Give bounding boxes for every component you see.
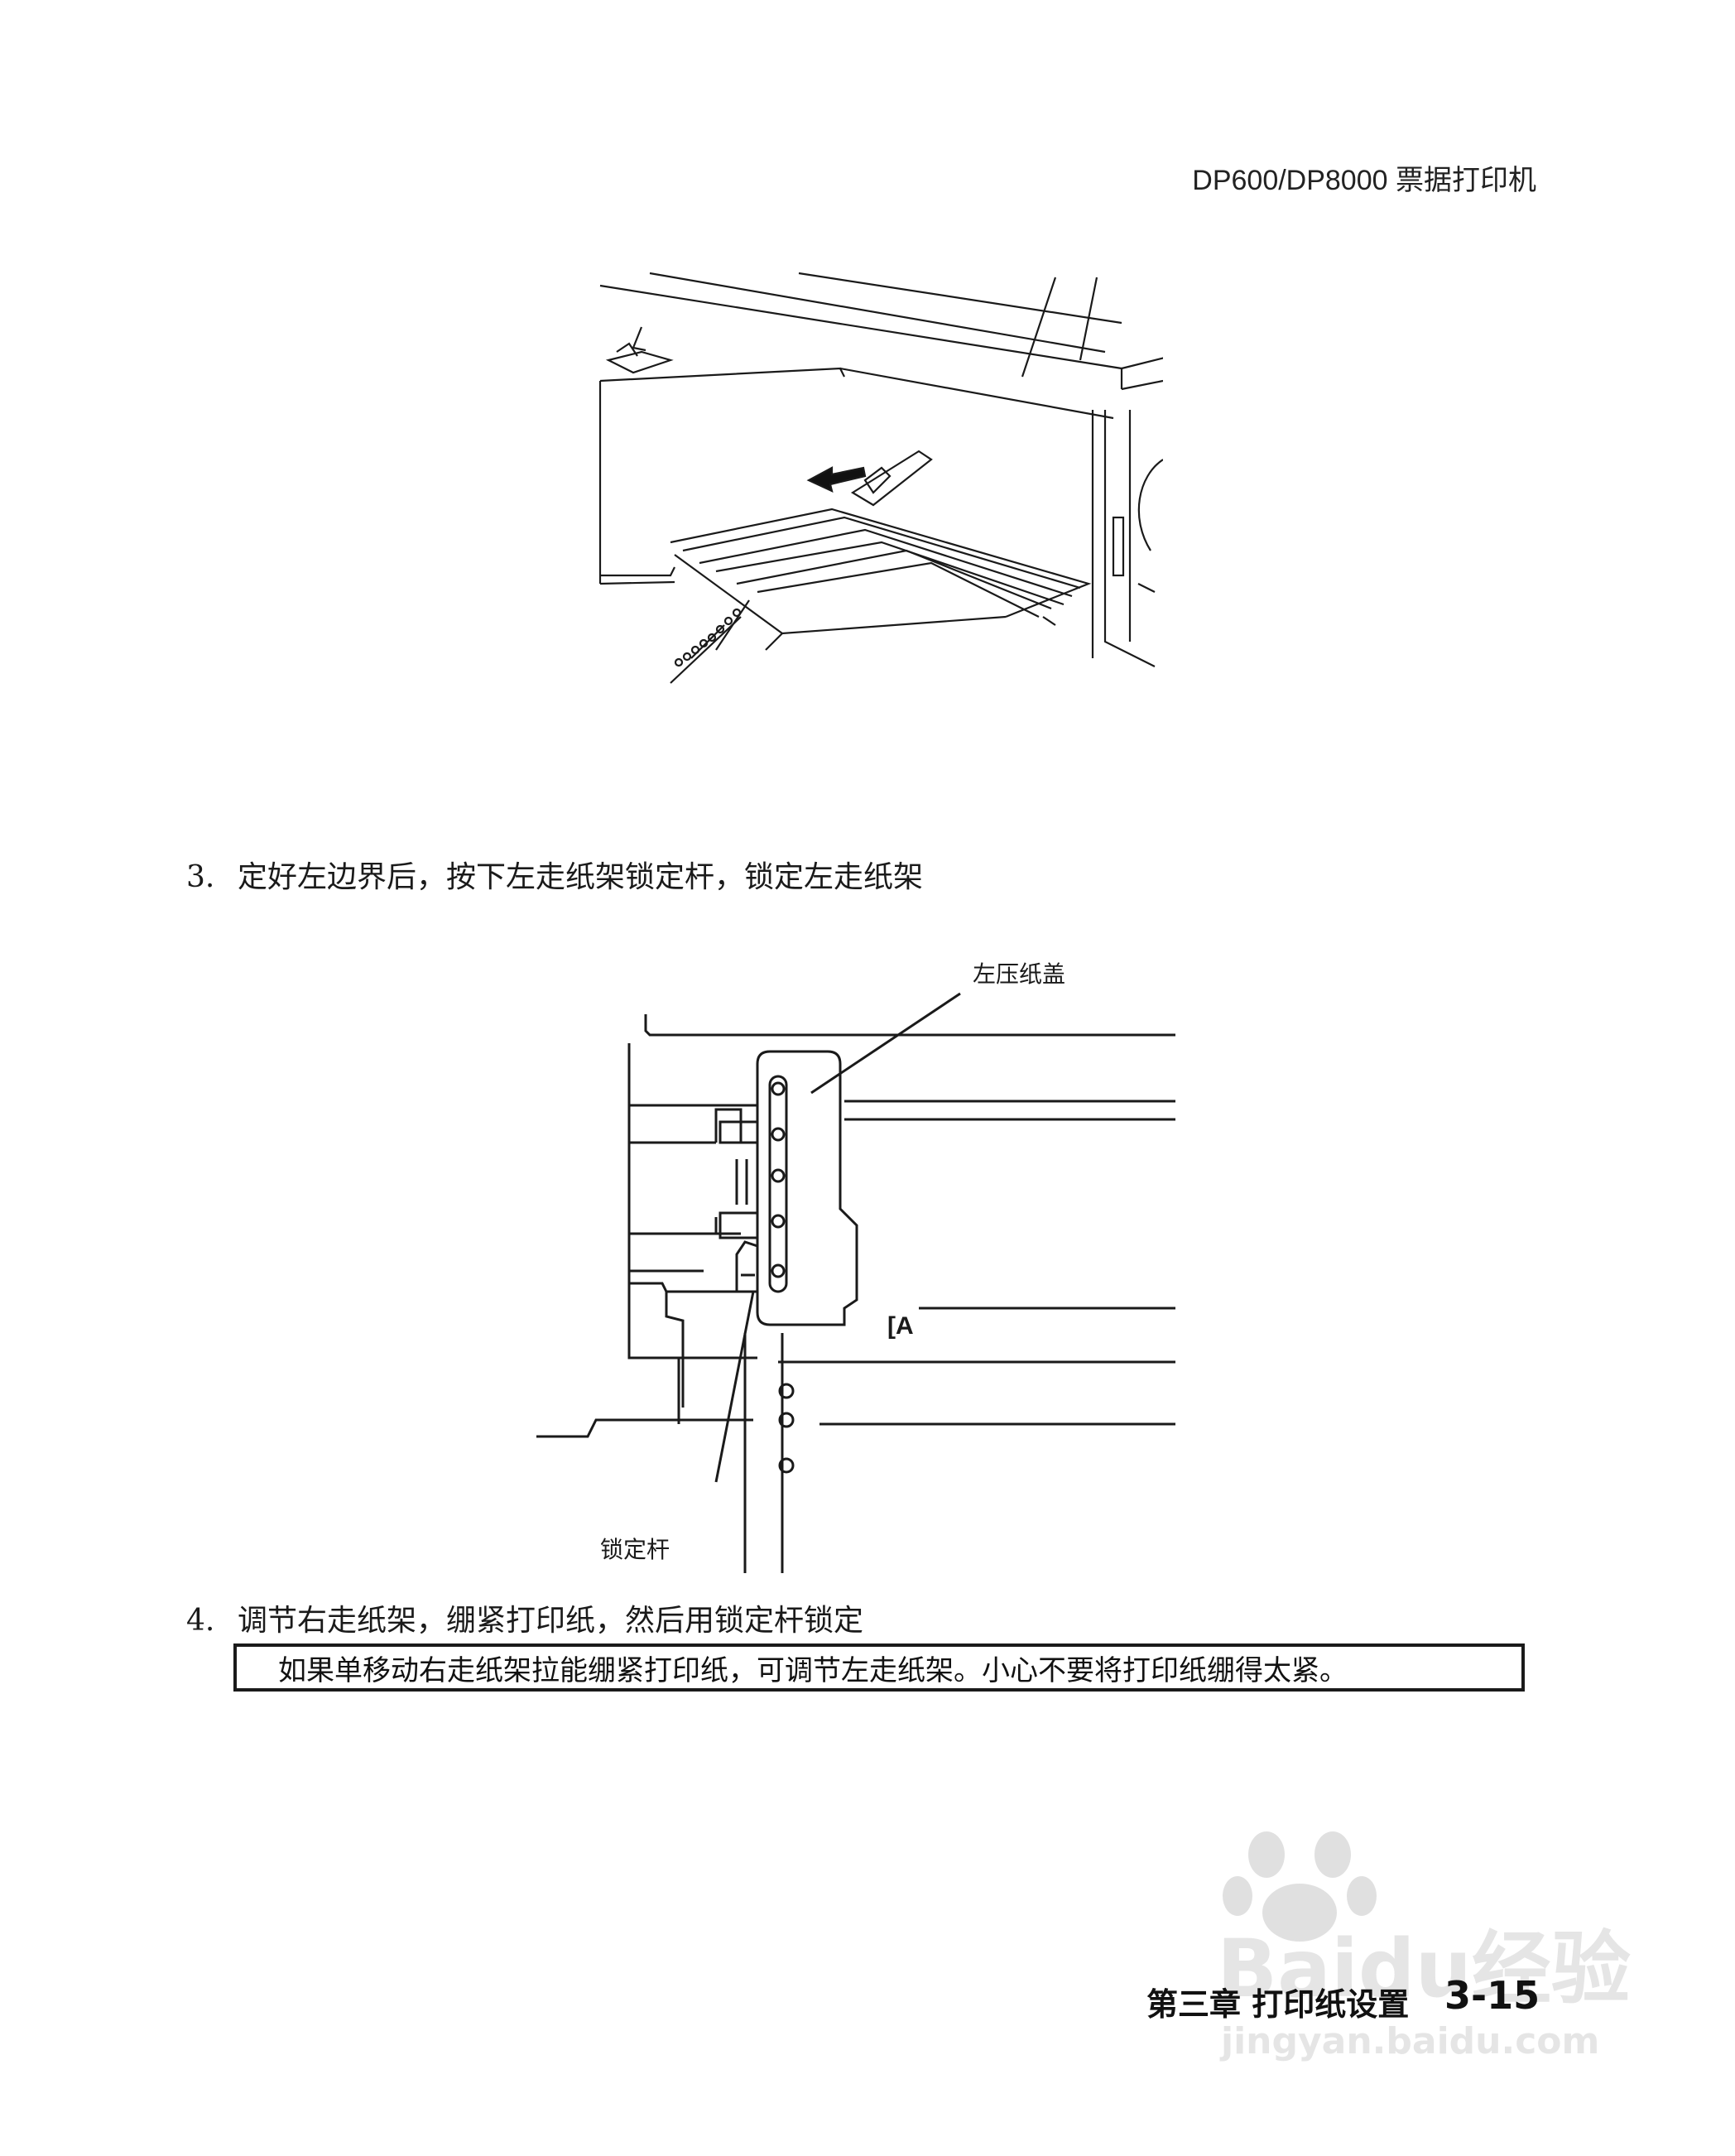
watermark-label: 经验 (1471, 1923, 1631, 2015)
document-header-title: DP600/DP8000 票据打印机 (1192, 165, 1536, 196)
watermark-brand: Baidu经验 (1217, 1904, 1631, 2019)
baidu-watermark (1217, 1822, 1382, 1949)
paw-icon (1223, 1831, 1377, 1942)
callout-left-cover: 左压纸盖 (973, 960, 1066, 988)
watermark-brand-part2: du (1358, 1923, 1472, 2015)
step-4: 4. 调节右走纸架，绷紧打印纸，然后用锁定杆锁定 (186, 1596, 863, 1639)
step-4-number: 4. (186, 1604, 215, 1638)
step-3: 3. 定好左边界后，按下左走纸架锁定杆，锁定左走纸架 (186, 853, 923, 896)
tractor-detail-illustration (536, 992, 1175, 1573)
figure-tractor-detail: 左压纸盖 [A 锁定杆 (530, 944, 1192, 1573)
figure-printer-tractor (592, 269, 1163, 700)
footer-chapter: 第三章 打印纸设置 (1146, 1986, 1410, 2023)
printer-illustration (598, 272, 1163, 684)
callout-lock-lever: 锁定杆 (600, 1536, 670, 1563)
step-3-number: 3. (186, 860, 215, 894)
marker-a: [A (887, 1312, 914, 1340)
watermark-brand-part1: Bai (1217, 1923, 1358, 2015)
watermark-url: jingyan.baidu.com (1221, 2020, 1600, 2062)
note-text: 如果单移动右走纸架拉能绷紧打印纸，可调节左走纸架。小心不要将打印纸绷得太紧。 (278, 1653, 1348, 1687)
footer-page-number: 3-15 (1444, 1973, 1540, 2018)
step-4-text: 调节右走纸架，绷紧打印纸，然后用锁定杆锁定 (238, 1604, 864, 1638)
note-box: 如果单移动右走纸架拉能绷紧打印纸，可调节左走纸架。小心不要将打印纸绷得太紧。 (233, 1643, 1525, 1692)
step-3-text: 定好左边界后，按下左走纸架锁定杆，锁定左走纸架 (238, 860, 924, 894)
